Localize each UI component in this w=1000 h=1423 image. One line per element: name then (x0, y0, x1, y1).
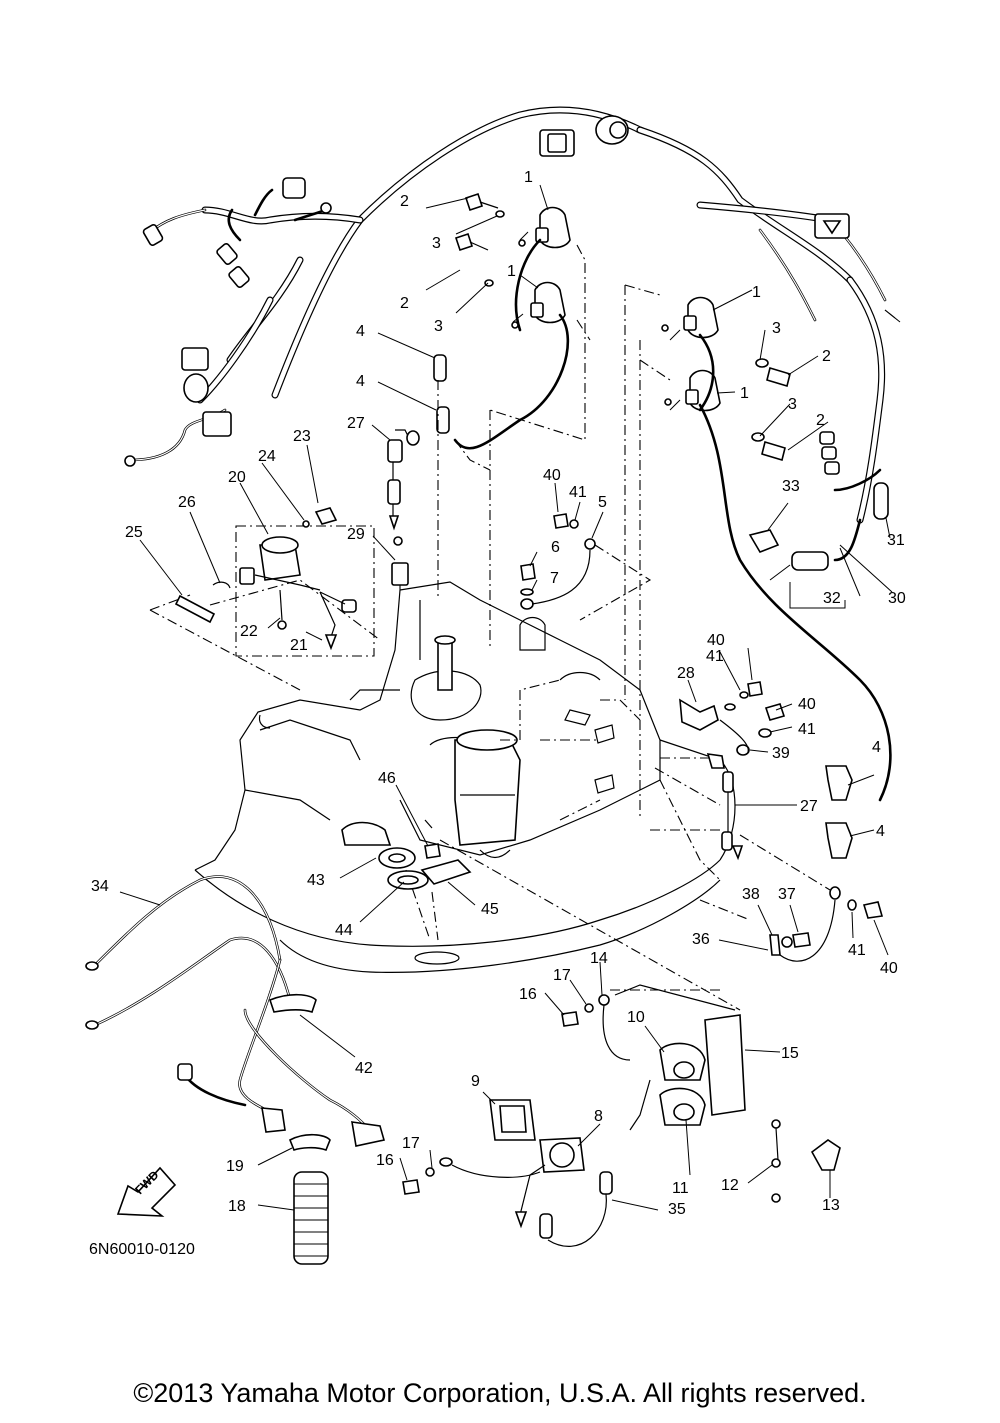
callout-2: 2 (400, 193, 409, 210)
callout-40: 40 (543, 467, 561, 484)
callout-46: 46 (378, 770, 396, 787)
callout-42: 42 (355, 1060, 373, 1077)
callout-32: 32 (823, 590, 841, 607)
callout-4: 4 (356, 373, 365, 390)
callout-2: 2 (822, 348, 831, 365)
callout-4: 4 (356, 323, 365, 340)
callout-36: 36 (692, 931, 710, 948)
callout-31: 31 (887, 532, 905, 549)
small-components (85, 429, 884, 1265)
callout-41: 41 (848, 942, 866, 959)
callout-29: 29 (347, 526, 365, 543)
callout-10: 10 (627, 1009, 645, 1026)
main-wire-harness (124, 106, 901, 581)
fwd-arrow (116, 1166, 177, 1217)
callout-17: 17 (402, 1135, 420, 1152)
callout-40: 40 (798, 696, 816, 713)
callout-15: 15 (781, 1045, 799, 1062)
callout-3: 3 (432, 235, 441, 252)
callout-39: 39 (772, 745, 790, 762)
callout-3: 3 (772, 320, 781, 337)
callout-7: 7 (550, 570, 559, 587)
callout-1: 1 (507, 263, 516, 280)
drawing-code: 6N60010-0120 (89, 1241, 195, 1258)
callout-2: 2 (816, 412, 825, 429)
callout-35: 35 (668, 1201, 686, 1218)
callout-16: 16 (519, 986, 537, 1003)
callout-1: 1 (740, 385, 749, 402)
callout-41: 41 (798, 721, 816, 738)
callout-1: 1 (752, 284, 761, 301)
callout-20: 20 (228, 469, 246, 486)
callout-9: 9 (471, 1073, 480, 1090)
callout-45: 45 (481, 901, 499, 918)
callout-28: 28 (677, 665, 695, 682)
callout-30: 30 (888, 590, 906, 607)
callout-40: 40 (880, 960, 898, 977)
callout-8: 8 (594, 1108, 603, 1125)
callout-27: 27 (800, 798, 818, 815)
callout-44: 44 (335, 922, 353, 939)
copyright-notice: ©2013 Yamaha Motor Corporation, U.S.A. A… (133, 1378, 867, 1408)
callout-33: 33 (782, 478, 800, 495)
callout-6: 6 (551, 539, 560, 556)
callout-numbers: 1 1 1 1 2 2 2 2 3 3 3 3 4 4 4 4 5 6 7 8 … (91, 169, 906, 1218)
callout-3: 3 (788, 396, 797, 413)
callout-18: 18 (228, 1198, 246, 1215)
callout-26: 26 (178, 494, 196, 511)
coil-fasteners (454, 192, 791, 462)
callout-27: 27 (347, 415, 365, 432)
callout-43: 43 (307, 872, 325, 889)
callout-19: 19 (226, 1158, 244, 1175)
callout-1: 1 (524, 169, 533, 186)
callout-14: 14 (590, 950, 608, 967)
callout-41: 41 (706, 648, 724, 665)
callout-34: 34 (91, 878, 109, 895)
callout-leaders (119, 184, 893, 1211)
callout-11: 11 (672, 1180, 689, 1197)
callout-3: 3 (434, 318, 443, 335)
callout-21: 21 (290, 637, 308, 654)
engine-block (194, 581, 736, 973)
callout-24: 24 (258, 448, 276, 465)
callout-5: 5 (598, 494, 607, 511)
callout-16: 16 (376, 1152, 394, 1169)
callout-37: 37 (778, 886, 796, 903)
callout-2: 2 (400, 295, 409, 312)
callout-38: 38 (742, 886, 760, 903)
callout-41: 41 (569, 484, 587, 501)
callout-23: 23 (293, 428, 311, 445)
callout-17: 17 (553, 967, 571, 984)
callout-25: 25 (125, 524, 143, 541)
spark-plug-caps (433, 354, 853, 859)
callout-4: 4 (872, 739, 881, 756)
callout-12: 12 (721, 1177, 739, 1194)
callout-13: 13 (822, 1197, 840, 1214)
callout-4: 4 (876, 823, 885, 840)
callout-22: 22 (240, 623, 258, 640)
callout-40: 40 (707, 632, 725, 649)
